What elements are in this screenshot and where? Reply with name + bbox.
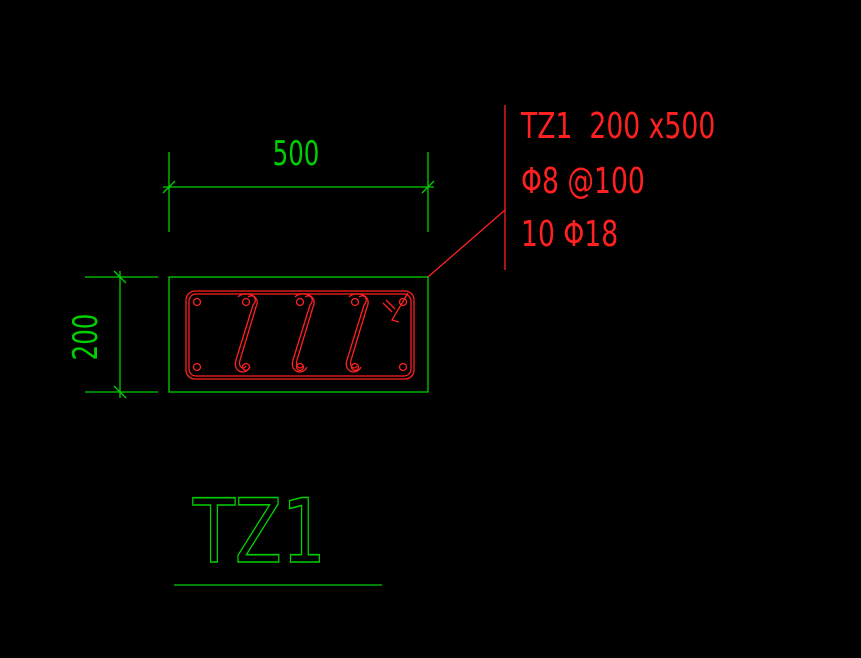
drawing-title: TZ1 <box>174 480 382 586</box>
rebar-dot <box>350 362 360 372</box>
tie-hook-3 <box>345 293 369 373</box>
height-dimension: 200 <box>66 270 158 399</box>
rebar-dot <box>350 297 360 307</box>
annotation-leader <box>427 105 506 278</box>
rebar-dot <box>241 362 251 372</box>
rebar-dot <box>398 362 408 372</box>
height-dimension-label: 200 <box>66 314 105 361</box>
rebar-dot <box>192 297 202 307</box>
width-dimension: 500 <box>162 134 435 232</box>
rebar-dot <box>241 297 251 307</box>
stirrup-outer <box>185 290 415 380</box>
reinforcement <box>185 290 415 380</box>
column-outline <box>168 276 429 393</box>
rebar-dot <box>398 297 408 307</box>
rebar-dot <box>295 362 305 372</box>
annotation-longitudinal: 10 Φ18 <box>521 214 618 255</box>
leader-line <box>427 209 506 278</box>
tie-hook-1 <box>234 293 258 373</box>
longitudinal-bars <box>192 297 408 372</box>
annotation-section: TZ1 200 x500 <box>520 106 715 147</box>
height-tick-bottom <box>113 385 127 399</box>
tie-hook-corner <box>382 292 409 323</box>
title-label: TZ1 <box>192 481 325 584</box>
width-tick-left <box>162 180 176 194</box>
width-dimension-label: 500 <box>273 134 320 173</box>
rebar-dot <box>295 297 305 307</box>
height-tick-top <box>113 270 127 284</box>
width-tick-right <box>421 180 435 194</box>
annotation-stirrup: Φ8 @100 <box>521 161 645 202</box>
rebar-dot <box>192 362 202 372</box>
tie-hook-2 <box>291 293 315 373</box>
annotation-text: TZ1 200 x500 Φ8 @100 10 Φ18 <box>520 106 715 255</box>
